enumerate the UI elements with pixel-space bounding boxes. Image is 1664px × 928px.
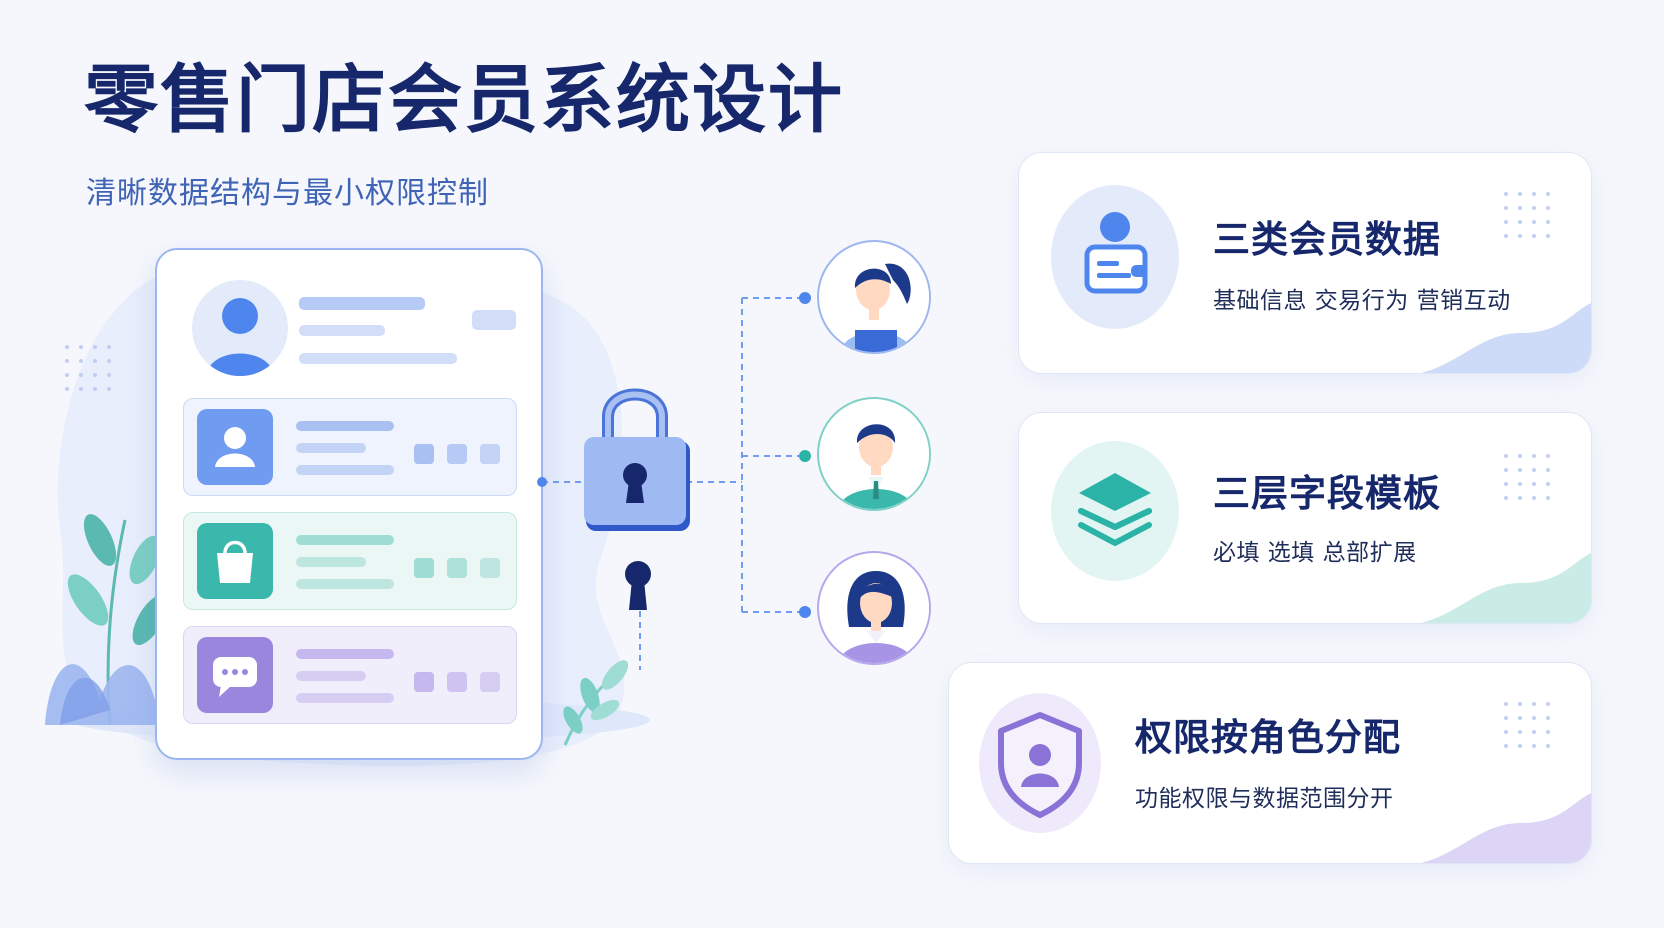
data-row-transaction [183,512,517,610]
feature-title: 三层字段模板 [1213,472,1441,515]
feature-desc: 基础信息 交易行为 营销互动 [1213,288,1511,314]
connector-lines [537,292,811,670]
feature-icon-bg [1051,185,1179,329]
profile-avatar [192,280,288,376]
page-title: 零售门店会员系统设计 [84,57,844,143]
member-profile-card [155,248,543,760]
profile-tag [472,310,516,330]
role-avatar-staff-female [817,551,931,665]
feature-card-role-permission: 权限按角色分配 功能权限与数据范围分开 [948,662,1592,864]
profile-card-icon [206,298,274,376]
profile-line-bar [299,353,457,364]
page-subtitle: 清晰数据结构与最小权限控制 [86,176,489,211]
data-row-marketing [183,626,517,724]
decor-dots [1499,697,1555,753]
staff-male-avatar [821,401,929,509]
feature-desc: 功能权限与数据范围分开 [1135,786,1394,812]
decor-dots-left [60,340,120,400]
leaf-plant-right [563,660,629,746]
layers-icon [1078,473,1152,546]
role-avatar-staff-ponytail [817,240,931,354]
feature-icon-bg [1051,441,1179,581]
user-icon [197,409,273,485]
feature-card-field-template: 三层字段模板 必填 选填 总部扩展 [1018,412,1592,624]
feature-desc: 必填 选填 总部扩展 [1213,540,1417,566]
feature-title: 权限按角色分配 [1135,716,1401,759]
profile-line-bar [299,325,385,336]
profile-name-bar [299,297,425,310]
member-card-icon [1084,212,1148,294]
shopping-bag-icon [197,523,273,599]
data-row-basic [183,398,517,496]
decor-wave [1421,793,1591,863]
decor-wave [1421,553,1591,623]
feature-title: 三类会员数据 [1213,218,1441,261]
role-avatar-staff-male [817,397,931,511]
staff-ponytail-avatar [821,244,929,352]
feature-card-member-data: 三类会员数据 基础信息 交易行为 营销互动 [1018,152,1592,374]
chat-bubble-icon [197,637,273,713]
leaf-plant-left [45,514,168,726]
decor-dots [1499,187,1555,243]
feature-icon-bg [979,693,1101,833]
staff-female-avatar [821,555,929,663]
decor-wave [1421,303,1591,373]
padlock-icon [584,388,690,610]
decor-dots [1499,449,1555,505]
shield-user-icon [998,712,1082,818]
